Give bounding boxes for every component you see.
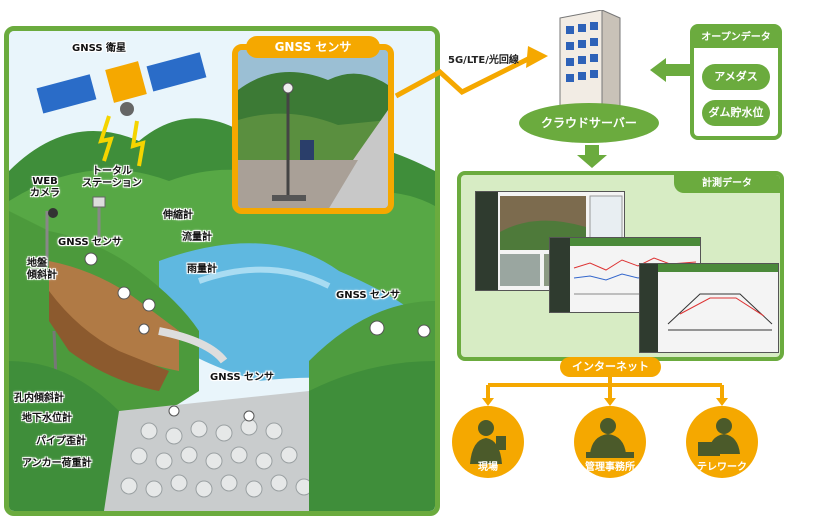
internet-label: インターネット	[560, 357, 661, 377]
measurement-data-panel: 計測データ	[457, 171, 784, 361]
open-data-item-dam-level: ダム貯水位	[702, 100, 770, 126]
ground-inclinometer-label-line1: 地盤	[27, 258, 47, 269]
groundwater-gauge-label: 地下水位計	[22, 413, 72, 424]
total-station-label-line2: ステーション	[82, 178, 142, 189]
cloud-server-building-icon	[559, 10, 621, 107]
measurement-screen-3	[639, 263, 779, 353]
gnss-sensor-photo-image	[238, 50, 388, 208]
gnss-sensor-right-label: GNSS センサ	[336, 290, 401, 301]
satellite-icon	[36, 52, 207, 116]
web-camera-label: WEB カメラ	[20, 176, 70, 200]
gnss-sensor-bottom-label: GNSS センサ	[210, 372, 275, 383]
telework-icon	[698, 418, 740, 456]
measurement-data-title: 計測データ	[674, 175, 780, 193]
site-scene-illustration	[9, 31, 435, 511]
pipe-strain-gauge-label: パイプ歪計	[36, 436, 86, 447]
user-telework: テレワーク	[686, 406, 758, 478]
user-site-label: 現場	[478, 462, 498, 473]
network-link-label: 5G/LTE/光回線	[448, 55, 519, 66]
photo-title: GNSS センサ	[246, 36, 380, 58]
total-station-label: トータル ステーション	[77, 166, 147, 190]
web-camera-label-line2: カメラ	[30, 188, 60, 199]
cloud-server: クラウドサーバー	[519, 103, 659, 143]
borehole-inclinometer-label: 孔内傾斜計	[14, 393, 64, 404]
user-management-office-label: 管理事務所	[585, 462, 635, 473]
rain-gauge-label: 雨量計	[187, 264, 217, 275]
open-data-title: オープンデータ	[694, 28, 778, 48]
gnss-sensor-photo	[232, 44, 394, 214]
open-data-box: オープンデータ アメダス ダム貯水位	[690, 24, 782, 140]
ground-inclinometer-label: 地盤 傾斜計	[27, 258, 57, 282]
user-telework-label: テレワーク	[697, 462, 747, 473]
anchor-load-cell-label: アンカー荷重計	[22, 458, 92, 469]
flowmeter-label: 流量計	[182, 232, 212, 243]
extensometer-label: 伸縮計	[163, 210, 193, 221]
total-station-label-line1: トータル	[92, 166, 132, 177]
open-data-item-amedas: アメダス	[702, 64, 770, 90]
measurement-screen-3-content	[640, 264, 778, 352]
user-site: 現場	[452, 406, 524, 478]
worker-site-icon	[470, 420, 506, 464]
web-camera-label-line1: WEB	[32, 176, 58, 187]
gnss-satellite-label: GNSS 衛星	[72, 43, 127, 54]
gnss-sensor-left-label: GNSS センサ	[58, 237, 123, 248]
user-management-office: 管理事務所	[574, 406, 646, 478]
office-worker-icon	[586, 418, 634, 458]
ground-inclinometer-label-line2: 傾斜計	[27, 270, 57, 281]
